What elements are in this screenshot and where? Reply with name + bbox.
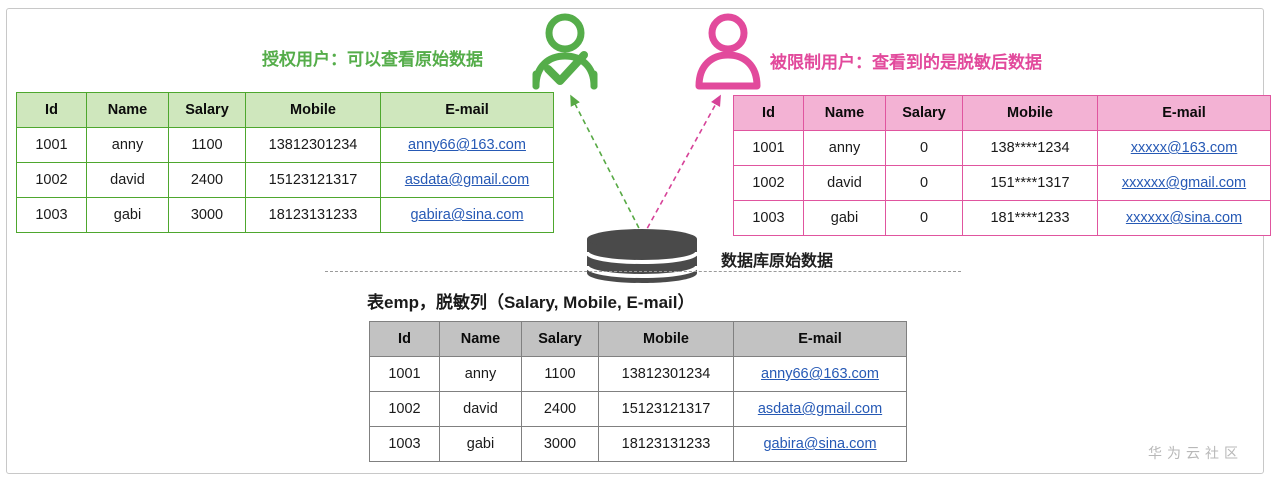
cell-e-mail[interactable]: asdata@gmail.com — [380, 162, 554, 198]
column-header-mobile: Mobile — [962, 95, 1098, 131]
cell-e-mail[interactable]: xxxxx@163.com — [1097, 130, 1271, 166]
cell-name: david — [86, 162, 169, 198]
column-header-name: Name — [803, 95, 886, 131]
cell-name: david — [803, 165, 886, 201]
column-header-salary: Salary — [885, 95, 963, 131]
email-link[interactable]: xxxxxx@gmail.com — [1121, 175, 1247, 191]
cell-name: anny — [86, 127, 169, 163]
cell-e-mail[interactable]: xxxxxx@gmail.com — [1097, 165, 1271, 201]
column-header-id: Id — [16, 92, 87, 128]
cell-mobile: 18123131233 — [245, 197, 381, 233]
column-header-e-mail: E-mail — [1097, 95, 1271, 131]
cell-salary: 2400 — [521, 391, 599, 427]
cell-name: gabi — [439, 426, 522, 462]
email-link[interactable]: xxxxx@163.com — [1130, 140, 1238, 156]
cell-mobile: 18123131233 — [598, 426, 734, 462]
restricted-user-heading: 被限制用户：查看到的是脱敏后数据 — [770, 53, 1042, 72]
cell-salary: 1100 — [521, 356, 599, 392]
cell-mobile: 15123121317 — [598, 391, 734, 427]
dashed-arrow-green-icon — [570, 94, 644, 237]
cell-name: gabi — [803, 200, 886, 236]
cell-salary: 0 — [885, 165, 963, 201]
column-header-id: Id — [369, 321, 440, 357]
cell-salary: 0 — [885, 130, 963, 166]
email-link[interactable]: anny66@163.com — [761, 366, 879, 382]
column-header-id: Id — [733, 95, 804, 131]
column-header-salary: Salary — [168, 92, 246, 128]
cell-e-mail[interactable]: asdata@gmail.com — [733, 391, 907, 427]
user-check-icon — [528, 12, 602, 95]
cell-salary: 3000 — [168, 197, 246, 233]
email-link[interactable]: gabira@sina.com — [763, 436, 877, 452]
cell-salary: 1100 — [168, 127, 246, 163]
email-link[interactable]: anny66@163.com — [408, 137, 526, 153]
cell-name: anny — [803, 130, 886, 166]
column-header-salary: Salary — [521, 321, 599, 357]
watermark: 华为云社区 — [1148, 445, 1243, 461]
cell-salary: 0 — [885, 200, 963, 236]
column-header-mobile: Mobile — [598, 321, 734, 357]
cell-mobile: 181****1233 — [962, 200, 1098, 236]
cell-id: 1003 — [733, 200, 804, 236]
cell-mobile: 15123121317 — [245, 162, 381, 198]
column-header-name: Name — [86, 92, 169, 128]
source-table-caption: 表emp，脱敏列（Salary, Mobile, E-mail） — [367, 293, 695, 312]
email-link[interactable]: asdata@gmail.com — [757, 401, 883, 417]
cell-e-mail[interactable]: gabira@sina.com — [380, 197, 554, 233]
cell-mobile: 13812301234 — [598, 356, 734, 392]
column-header-mobile: Mobile — [245, 92, 381, 128]
cell-salary: 2400 — [168, 162, 246, 198]
cell-e-mail[interactable]: anny66@163.com — [380, 127, 554, 163]
cell-id: 1001 — [16, 127, 87, 163]
column-header-name: Name — [439, 321, 522, 357]
cell-id: 1002 — [369, 391, 440, 427]
cell-e-mail[interactable]: gabira@sina.com — [733, 426, 907, 462]
column-header-e-mail: E-mail — [380, 92, 554, 128]
email-link[interactable]: asdata@gmail.com — [404, 172, 530, 188]
cell-mobile: 13812301234 — [245, 127, 381, 163]
cell-id: 1001 — [733, 130, 804, 166]
cell-e-mail[interactable]: anny66@163.com — [733, 356, 907, 392]
cell-id: 1003 — [369, 426, 440, 462]
cell-id: 1002 — [733, 165, 804, 201]
email-link[interactable]: xxxxxx@sina.com — [1125, 210, 1243, 226]
cell-salary: 3000 — [521, 426, 599, 462]
cell-name: anny — [439, 356, 522, 392]
dashed-arrow-pink-icon — [642, 94, 721, 237]
authorized-user-heading: 授权用户：可以查看原始数据 — [262, 50, 483, 69]
cell-id: 1003 — [16, 197, 87, 233]
column-header-e-mail: E-mail — [733, 321, 907, 357]
cell-name: david — [439, 391, 522, 427]
cell-name: gabi — [86, 197, 169, 233]
cell-mobile: 151****1317 — [962, 165, 1098, 201]
database-label: 数据库原始数据 — [721, 253, 834, 270]
cell-mobile: 138****1234 — [962, 130, 1098, 166]
cell-id: 1001 — [369, 356, 440, 392]
email-link[interactable]: gabira@sina.com — [410, 207, 524, 223]
database-cylinder-icon — [583, 228, 701, 284]
cell-e-mail[interactable]: xxxxxx@sina.com — [1097, 200, 1271, 236]
cell-id: 1002 — [16, 162, 87, 198]
dashed-divider — [325, 271, 961, 272]
user-icon — [694, 12, 762, 95]
